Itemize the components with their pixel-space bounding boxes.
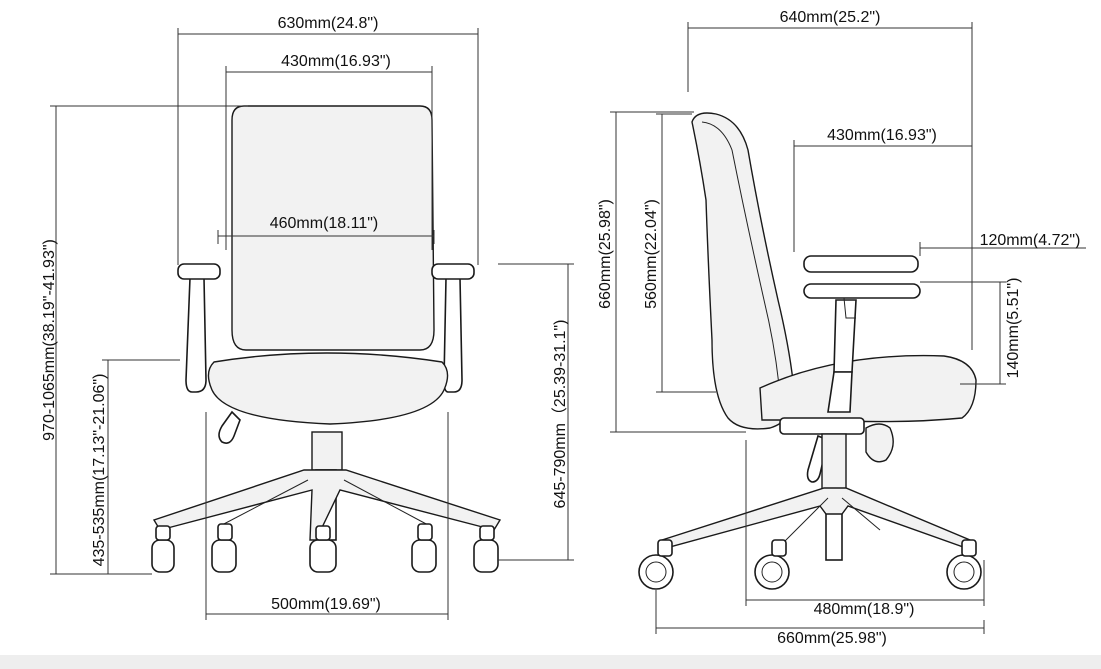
front-dimensions: 630mm(24.8") 430mm(16.93") 460mm(18.11")… bbox=[41, 15, 574, 620]
side-casters bbox=[638, 539, 982, 590]
front-seat-width-label: 460mm(18.11") bbox=[270, 215, 379, 232]
caster bbox=[411, 539, 437, 573]
side-seat bbox=[759, 354, 977, 423]
side-back-height-outer-label: 660mm(25.98") bbox=[597, 199, 614, 309]
side-back-height-inner-label: 560mm(22.04") bbox=[643, 199, 660, 309]
side-backrest-inner bbox=[701, 121, 781, 397]
side-tension-knob bbox=[865, 423, 894, 463]
side-arm-pad-upper bbox=[803, 255, 919, 273]
front-overall-width-label: 630mm(24.8") bbox=[278, 15, 379, 32]
front-base-arm-right2 bbox=[343, 479, 431, 527]
front-backrest bbox=[231, 105, 435, 351]
side-base-total-label: 660mm(25.98") bbox=[777, 630, 887, 647]
front-lever bbox=[218, 410, 241, 444]
front-base-arm-left2 bbox=[219, 479, 309, 527]
caster-wheel bbox=[638, 554, 674, 590]
front-armrest-height-label: 645-790mm（25.39-31.1") bbox=[551, 320, 569, 509]
caster bbox=[309, 539, 337, 573]
front-casters bbox=[151, 523, 499, 573]
front-view-chair bbox=[151, 105, 502, 573]
front-base-width-label: 500mm(19.69") bbox=[271, 596, 381, 613]
front-right-arm-pad bbox=[431, 263, 475, 280]
caster bbox=[473, 539, 499, 573]
side-arm-pad-lower bbox=[803, 283, 921, 299]
side-arm-adjust-label: 120mm(4.72") bbox=[980, 232, 1081, 249]
side-overall-depth-label: 640mm(25.2") bbox=[780, 9, 881, 26]
front-seat-height-label: 435-535mm(17.13"-21.06") bbox=[91, 374, 108, 567]
caster-wheel bbox=[754, 554, 790, 590]
side-seat-depth-label: 430mm(16.93") bbox=[827, 127, 937, 144]
side-dimensions: 640mm(25.2") 430mm(16.93") 120mm(4.72") … bbox=[597, 9, 1086, 647]
bottom-strip bbox=[0, 655, 1101, 669]
caster-wheel bbox=[946, 554, 982, 590]
front-gas-column bbox=[311, 431, 343, 471]
caster bbox=[151, 539, 175, 573]
side-base bbox=[661, 487, 971, 549]
side-base-depth-label: 480mm(18.9") bbox=[814, 601, 915, 618]
front-seat bbox=[207, 352, 449, 425]
front-left-arm-pad bbox=[177, 263, 221, 280]
side-view-chair bbox=[638, 112, 982, 590]
front-total-height-label: 970-1065mm(38.19"-41.93") bbox=[41, 239, 58, 441]
front-left-arm bbox=[185, 277, 207, 393]
side-gas-column bbox=[821, 433, 847, 491]
side-mechanism bbox=[779, 417, 865, 435]
side-arm-height-label: 140mm(5.51") bbox=[1005, 278, 1022, 379]
side-arm-bracket bbox=[827, 371, 853, 413]
caster bbox=[211, 539, 237, 573]
front-back-width-label: 430mm(16.93") bbox=[281, 53, 391, 70]
